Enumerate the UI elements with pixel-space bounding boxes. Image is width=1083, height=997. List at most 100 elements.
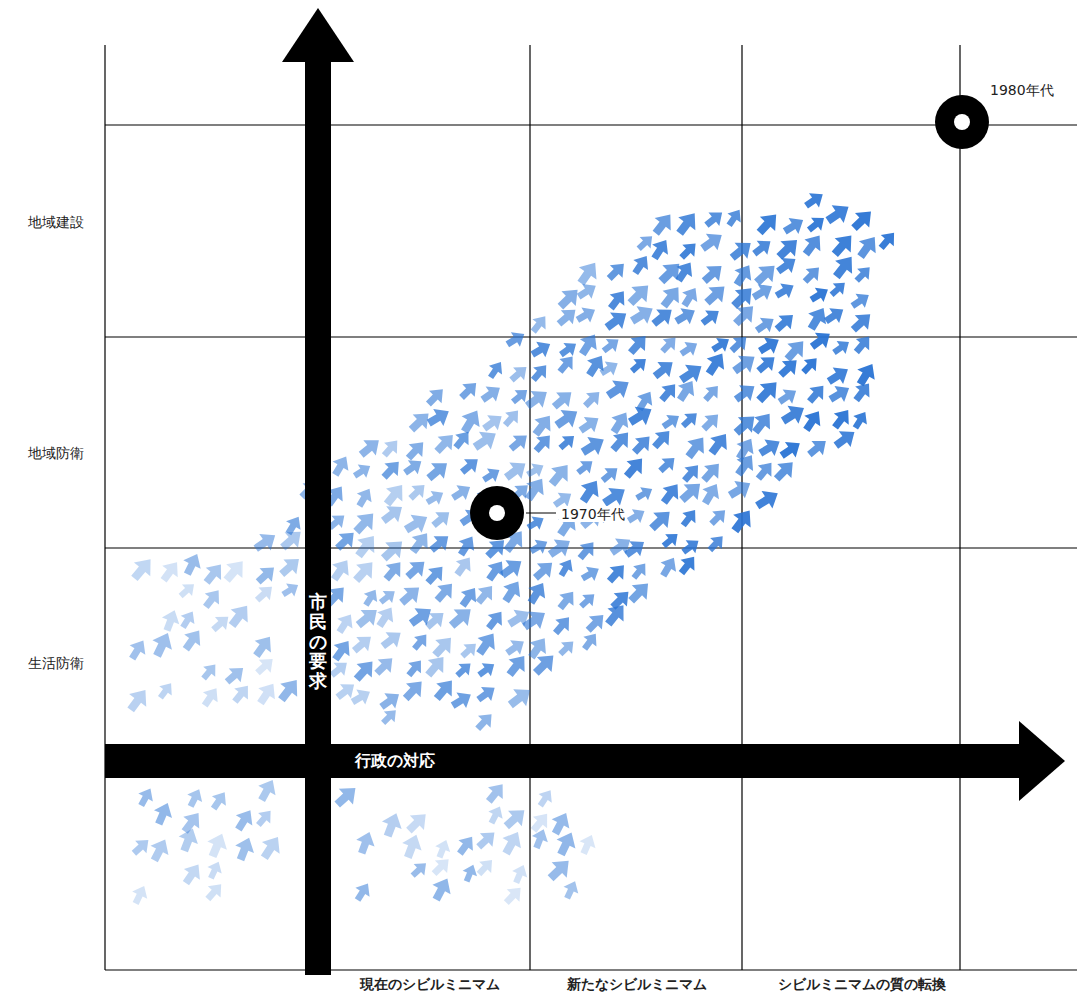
texture-arrow	[231, 834, 258, 863]
texture-arrow	[581, 351, 610, 381]
texture-arrow	[421, 561, 449, 589]
texture-arrow	[154, 679, 177, 703]
texture-arrow	[276, 524, 307, 555]
texture-arrow	[798, 353, 823, 378]
texture-arrow	[621, 535, 649, 563]
texture-arrow	[628, 430, 656, 458]
texture-arrow	[725, 474, 756, 504]
texture-arrow	[530, 429, 557, 456]
texture-arrow	[327, 635, 356, 665]
texture-arrow	[752, 312, 779, 338]
texture-arrow	[700, 279, 731, 310]
texture-arrow	[506, 361, 532, 387]
row-label: 地域建設	[28, 214, 84, 231]
texture-arrow	[573, 455, 597, 479]
texture-arrow	[352, 602, 384, 633]
texture-arrow	[279, 579, 302, 601]
texture-arrow	[752, 207, 784, 239]
texture-arrow	[830, 424, 860, 454]
texture-arrow	[576, 589, 599, 612]
texture-arrow	[502, 634, 529, 660]
texture-arrow	[807, 282, 832, 306]
texture-arrow	[703, 428, 734, 459]
texture-arrow	[627, 353, 651, 377]
texture-arrow	[422, 455, 453, 486]
texture-arrow	[529, 556, 559, 585]
texture-arrow	[729, 299, 761, 331]
texture-arrow	[548, 385, 578, 414]
texture-arrow	[499, 802, 531, 834]
axis-shape	[282, 8, 354, 975]
texture-arrow	[543, 853, 576, 886]
texture-arrow	[401, 508, 433, 539]
texture-arrow	[850, 331, 876, 358]
texture-arrow	[350, 879, 375, 904]
texture-arrow	[378, 435, 404, 461]
texture-arrow	[372, 602, 400, 631]
marker-1980	[935, 95, 989, 149]
texture-arrow	[798, 230, 828, 260]
texture-arrow	[597, 462, 622, 487]
texture-arrow	[803, 380, 830, 408]
texture-arrow	[606, 426, 636, 456]
texture-arrow	[445, 601, 478, 634]
texture-arrow	[473, 854, 498, 879]
texture-arrow	[544, 533, 575, 563]
texture-arrow	[400, 454, 426, 479]
texture-arrow	[481, 778, 510, 807]
texture-arrow	[252, 806, 276, 831]
texture-arrow	[147, 628, 177, 660]
texture-arrow	[678, 534, 703, 558]
texture-arrow	[398, 831, 426, 861]
texture-arrow	[849, 408, 873, 432]
arrow-texture	[122, 187, 900, 909]
texture-arrow	[599, 333, 624, 357]
texture-arrow	[648, 425, 676, 453]
texture-arrow	[655, 452, 680, 477]
texture-arrow	[697, 457, 726, 486]
texture-arrow	[755, 332, 784, 360]
texture-arrow	[403, 655, 428, 680]
texture-arrow	[522, 578, 551, 608]
texture-arrow	[747, 408, 777, 439]
texture-arrow	[752, 484, 783, 514]
texture-arrow	[402, 436, 430, 464]
texture-arrow	[471, 708, 497, 735]
texture-arrow	[450, 552, 477, 580]
texture-arrow	[527, 360, 552, 386]
texture-arrow	[551, 403, 583, 434]
texture-arrow	[804, 434, 832, 461]
texture-arrow	[709, 332, 734, 356]
texture-arrow	[479, 409, 507, 436]
texture-arrow	[348, 555, 380, 587]
texture-arrow	[774, 353, 803, 382]
era-label: 1980年代	[990, 82, 1054, 99]
texture-arrow	[378, 809, 406, 839]
texture-arrow	[426, 529, 454, 557]
texture-arrow	[520, 473, 551, 505]
texture-arrow	[675, 551, 702, 578]
texture-arrow	[528, 336, 555, 362]
texture-arrow	[497, 827, 527, 859]
texture-arrow	[273, 673, 305, 706]
texture-arrow	[126, 552, 158, 585]
texture-arrow	[207, 788, 232, 814]
texture-arrow	[219, 554, 251, 587]
texture-arrow	[230, 805, 259, 835]
texture-arrow	[822, 198, 855, 230]
texture-arrow	[424, 403, 454, 432]
texture-arrow	[509, 862, 532, 886]
texture-arrow	[359, 586, 382, 610]
texture-arrow	[851, 262, 876, 287]
texture-arrow	[471, 580, 499, 608]
texture-arrow	[603, 257, 630, 284]
texture-arrow	[701, 206, 728, 232]
texture-arrow	[221, 661, 249, 689]
texture-arrow	[528, 410, 558, 441]
texture-arrow	[704, 531, 728, 556]
texture-arrow	[378, 705, 401, 728]
texture-arrow	[578, 629, 602, 654]
texture-arrow	[697, 227, 728, 257]
texture-arrow	[398, 675, 429, 706]
texture-arrow	[826, 277, 850, 300]
